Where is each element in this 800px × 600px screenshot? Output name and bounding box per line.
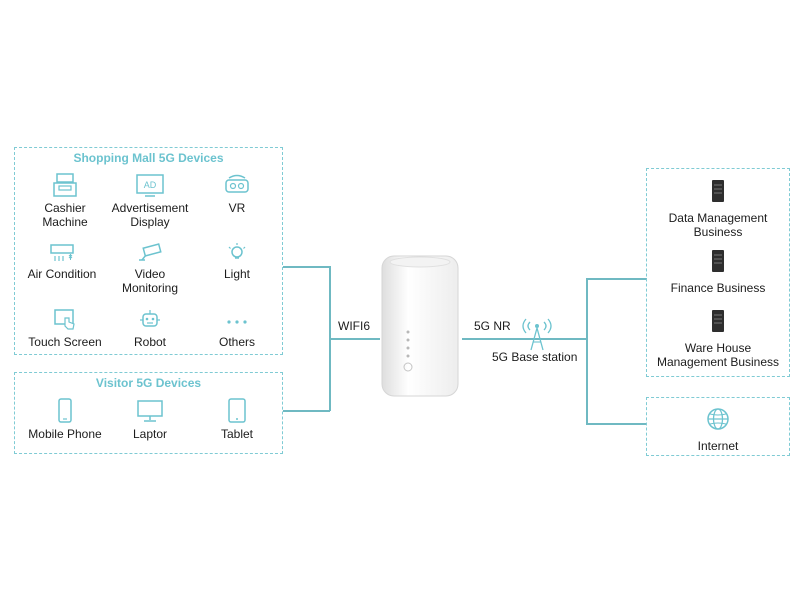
internet-item: Internet [633,407,800,453]
device-label: Mobile Phone [28,427,102,441]
ellipsis-icon [227,320,247,324]
device-label: Others [218,335,255,349]
device-laptop: Laptor [100,398,200,441]
device-label: Display [130,215,170,229]
device-label: Video [134,267,166,281]
5g-nr-label: 5G NR [474,319,511,333]
device-advertisement-display: AD Advertisement Display [100,172,200,229]
device-others: Others [187,308,287,349]
cashier-machine-icon [53,173,77,197]
5g-base-station-label: 5G Base station [492,350,578,364]
business-label: Business [693,225,743,239]
business-box: Data Management Business Finance Busines… [646,168,790,377]
mobile-phone-icon [58,398,72,423]
device-cashier-machine: Cashier Machine [15,172,115,229]
device-label: Air Condition [27,267,97,281]
device-mobile-phone: Mobile Phone [15,398,115,441]
device-video-monitoring: Video Monitoring [100,242,200,295]
cpe-router-icon [381,255,459,397]
globe-icon [707,408,729,430]
device-label: Advertisement [111,201,189,215]
shopping-mall-devices-box: Shopping Mall 5G Devices Cashier Machine… [14,147,283,355]
connector-line [462,338,587,340]
device-label: Touch Screen [28,335,102,349]
connector-line [330,338,380,340]
device-tablet: Tablet [187,398,287,441]
internet-label: Internet [697,439,739,453]
business-warehouse-management: Ware House Management Business [633,309,800,369]
device-air-condition: Air Condition [12,242,112,281]
device-label: Machine [42,215,88,229]
device-robot: Robot [100,308,200,349]
device-vr: VR [187,172,287,215]
security-camera-icon [139,243,162,261]
laptop-icon [137,400,163,422]
device-label: Monitoring [121,281,179,295]
connector-line [283,410,330,412]
server-icon [712,250,724,272]
internet-box: Internet [646,397,790,456]
business-data-management: Data Management Business [633,179,800,239]
device-label: VR [228,201,246,215]
light-bulb-icon [228,243,246,259]
connector-line [329,266,331,411]
device-touch-screen: Touch Screen [15,308,115,349]
business-label: Management Business [656,355,780,369]
visitor-title: Visitor 5G Devices [95,376,202,390]
device-label: Robot [133,335,167,349]
business-label: Data Management [668,211,768,225]
connector-line [586,278,588,424]
server-icon [712,310,724,332]
touch-screen-icon [54,309,75,330]
shopping-mall-title: Shopping Mall 5G Devices [73,151,224,165]
device-label: Light [223,267,251,281]
connector-line [586,278,647,280]
ad-display-icon: AD [136,174,164,197]
wifi6-label: WIFI6 [338,319,370,333]
vr-headset-icon [225,174,249,193]
air-conditioner-icon [50,244,74,261]
business-finance: Finance Business [633,249,800,295]
ad-icon-text: AD [144,180,157,190]
business-label: Finance Business [670,281,766,295]
tablet-icon [228,398,246,423]
visitor-devices-box: Visitor 5G Devices Mobile Phone Laptor T… [14,372,283,454]
server-icon [712,180,724,202]
business-label: Ware House [684,341,752,355]
device-label: Laptor [132,427,168,441]
connector-line [586,423,647,425]
antenna-tower-icon [522,318,552,351]
connector-line [283,266,330,268]
device-label: Tablet [220,427,254,441]
device-light: Light [187,242,287,281]
device-label: Cashier [44,201,86,215]
robot-icon [140,310,160,327]
